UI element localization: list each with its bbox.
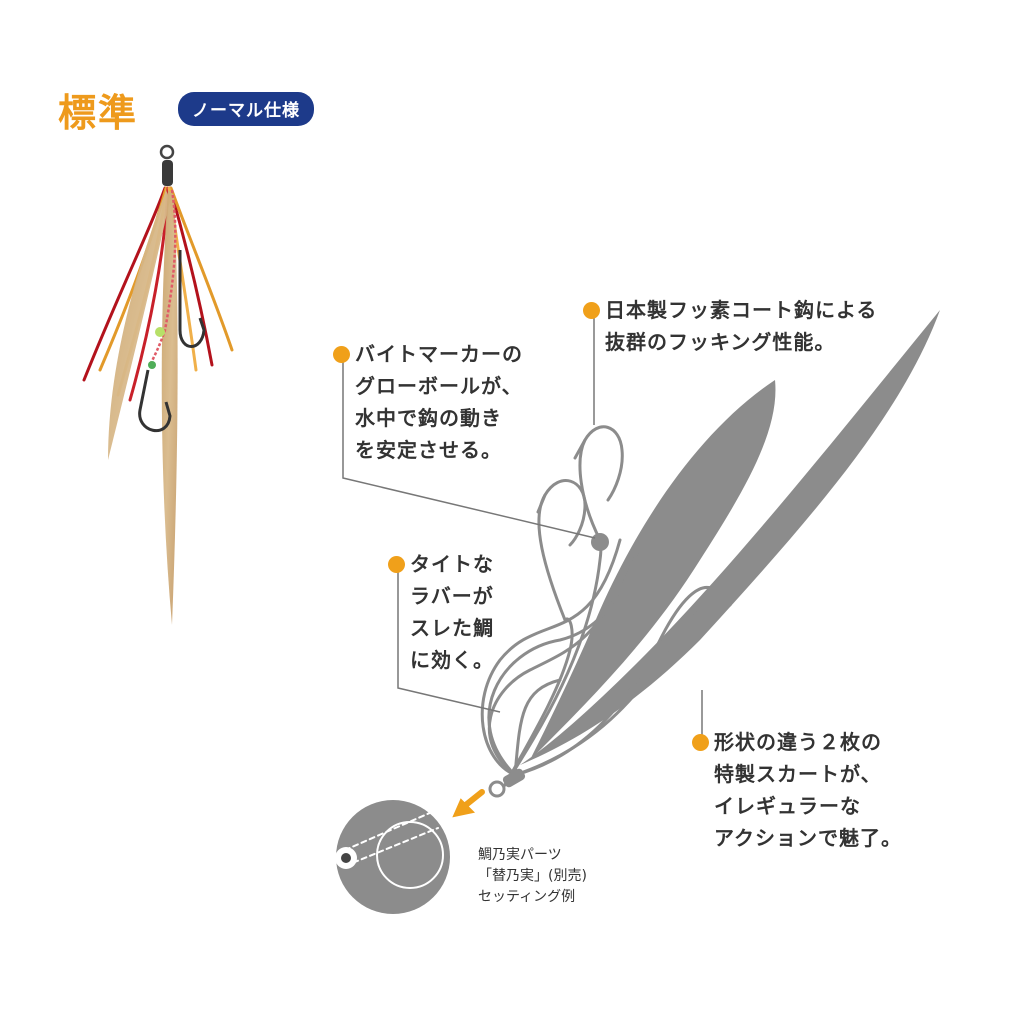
page-title: 標準 xyxy=(58,91,139,135)
leader-glow xyxy=(342,360,596,539)
rubber-loop-3 xyxy=(487,543,642,777)
swivel-ring-diagram xyxy=(488,780,506,798)
product-photo xyxy=(82,144,234,625)
callout-skirt: 形状の違う２枚の 特製スカートが、 イレギュラーな アクションで魅了。 xyxy=(692,726,902,854)
bullet-dot-icon xyxy=(692,734,709,751)
glow-ball-diagram xyxy=(591,533,609,551)
swivel-diagram xyxy=(502,768,526,788)
callout-rubber: タイトな ラバーが スレた鯛 に効く。 xyxy=(388,548,494,676)
leader-line-1 xyxy=(503,617,574,787)
callout-glow: バイトマーカーの グローボールが、 水中で鈎の動き を安定させる。 xyxy=(333,338,523,466)
sinker-hole-dashes xyxy=(344,811,439,867)
rubber-loop-5 xyxy=(513,596,732,777)
setting-note: 鯛乃実パーツ 「替乃実」(別売) セッティング例 xyxy=(478,847,587,905)
rubber-loop-1 xyxy=(480,538,622,777)
callout-hook: 日本製フッ素コート鈎による 抜群のフッキング性能。 xyxy=(583,294,877,358)
hook-lower xyxy=(138,369,172,433)
leader-rubber xyxy=(397,570,501,713)
bullet-dot-icon xyxy=(583,302,600,319)
hook-upper-barb xyxy=(573,438,587,460)
skirt-long xyxy=(161,190,178,625)
rig-diagram xyxy=(335,310,940,914)
swivel-ring xyxy=(159,144,175,160)
bullet-dot-icon xyxy=(333,346,350,363)
bullet-dot-icon xyxy=(388,556,405,573)
glow-ball xyxy=(155,327,165,337)
arrow-head-icon xyxy=(452,798,476,818)
normal-spec-badge: ノーマル仕様 xyxy=(178,92,314,126)
skirt-left xyxy=(108,190,170,460)
hook-lower-barb xyxy=(536,493,547,514)
swivel-body xyxy=(162,160,173,186)
callout-leaders xyxy=(342,315,703,740)
hook-lower-diagram xyxy=(537,479,587,622)
glow-ball-small xyxy=(148,361,156,369)
skirt-blade-short xyxy=(530,380,776,760)
rubber-loop-6 xyxy=(513,678,562,777)
sinker-inner-ring xyxy=(376,821,444,889)
hook-upper xyxy=(178,250,206,348)
braided-line xyxy=(148,189,177,366)
hook-upper-diagram xyxy=(578,425,624,542)
